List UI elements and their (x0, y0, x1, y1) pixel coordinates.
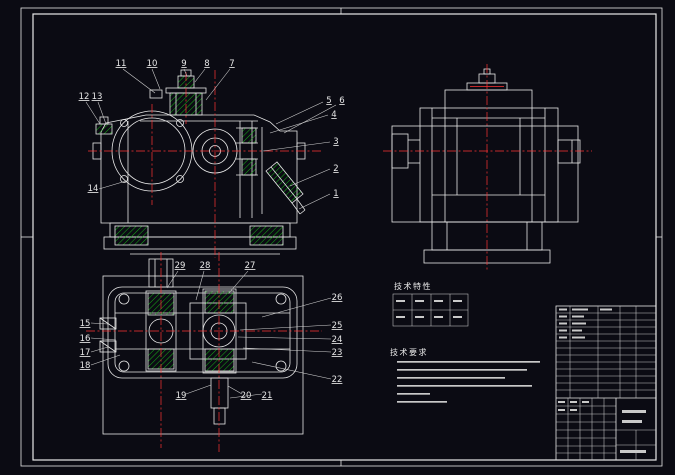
callout-22: 22 (332, 375, 343, 385)
requirement-line (397, 369, 527, 371)
callout-24: 24 (332, 335, 343, 345)
plan-view (86, 252, 322, 452)
callout-8: 8 (204, 59, 209, 69)
callout-29: 29 (175, 261, 186, 271)
callout-6: 6 (339, 96, 344, 106)
title-block (555, 305, 657, 461)
callout-10: 10 (147, 59, 158, 69)
callout-11: 11 (116, 59, 127, 69)
callout-5: 5 (326, 96, 331, 106)
callout-2: 2 (333, 164, 338, 174)
callout-23: 23 (332, 348, 343, 358)
tech-req-title: 技术要求 (390, 347, 428, 357)
side-view (383, 64, 592, 270)
callout-4: 4 (331, 110, 336, 120)
requirement-line (397, 385, 532, 387)
callout-7: 7 (229, 59, 234, 69)
callout-3: 3 (333, 137, 338, 147)
callout-25: 25 (332, 321, 343, 331)
requirement-line (397, 393, 430, 395)
requirement-line (397, 377, 505, 379)
callout-13: 13 (92, 92, 103, 102)
callout-21: 21 (262, 391, 273, 401)
requirement-line (397, 361, 540, 363)
callout-16: 16 (80, 334, 91, 344)
sheet-frame (20, 7, 663, 467)
tech-characteristics-table: 技术特性 (392, 281, 469, 327)
callout-18: 18 (80, 361, 91, 371)
callout-15: 15 (80, 319, 91, 329)
callout-12: 12 (79, 92, 90, 102)
requirement-line (397, 401, 447, 403)
tech-requirements: 技术要求 (390, 347, 540, 403)
callout-9: 9 (181, 59, 186, 69)
callouts: 1 2 3 4 5 6 7 8 9 10 11 12 13 14 15 16 1… (79, 59, 345, 401)
tech-table-title: 技术特性 (394, 281, 432, 291)
front-view (88, 69, 322, 258)
callout-26: 26 (332, 293, 343, 303)
callout-27: 27 (245, 261, 256, 271)
callout-17: 17 (80, 348, 91, 358)
callout-28: 28 (200, 261, 211, 271)
callout-1: 1 (333, 189, 338, 199)
callout-14: 14 (88, 184, 99, 194)
callout-19: 19 (176, 391, 187, 401)
